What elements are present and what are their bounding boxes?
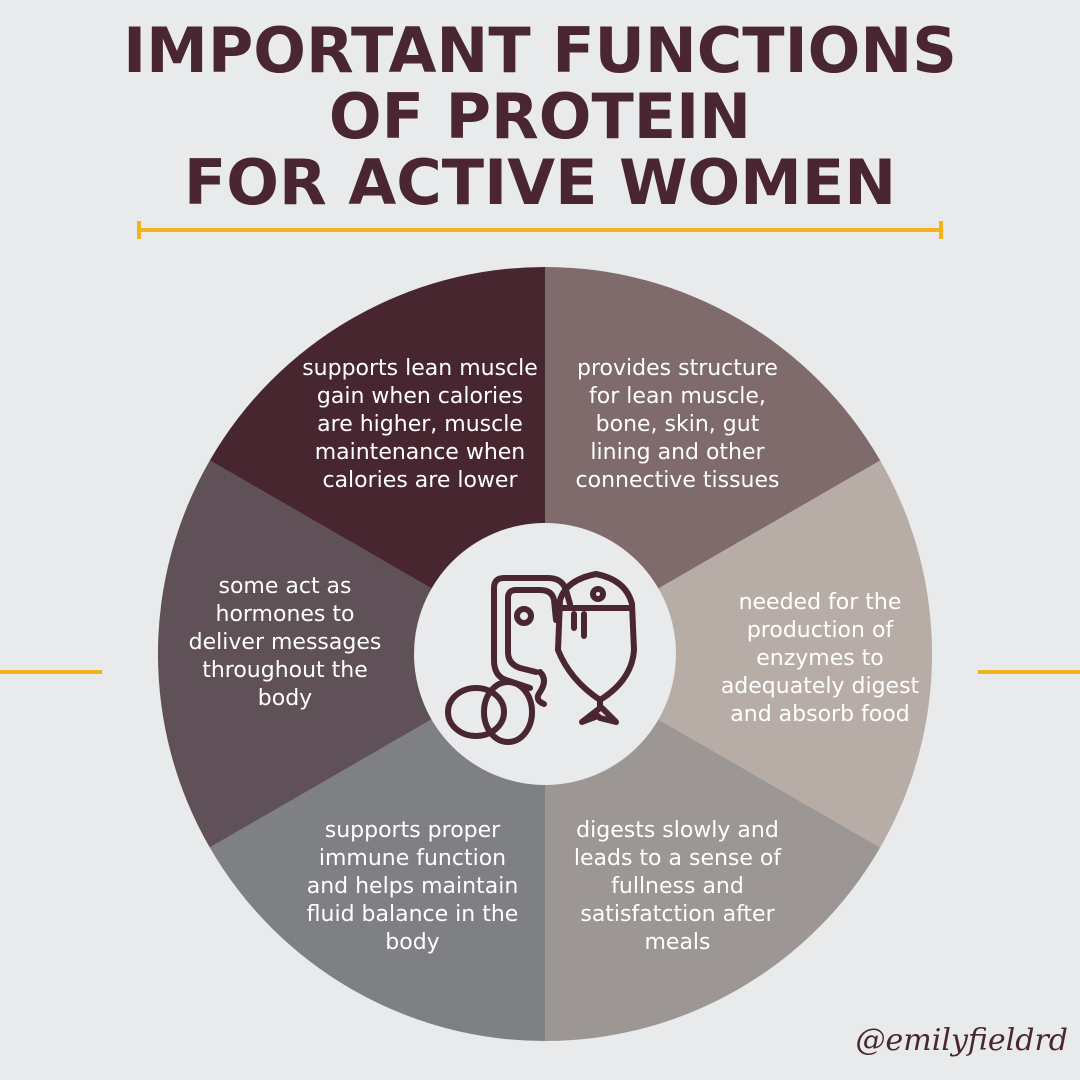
- title-line-3: FOR ACTIVE WOMEN: [183, 146, 897, 219]
- title-underline: [137, 221, 943, 239]
- protein-foods-icon: [445, 571, 637, 745]
- wheel-segment-2: [545, 460, 933, 848]
- wheel-segment-5: [157, 460, 545, 848]
- wheel-segment-text-4: digests slowly and leads to a sense of f…: [573, 818, 782, 955]
- center-circle: [414, 523, 676, 785]
- wheel-segment-text-3: needed for the production of enzymes to …: [720, 590, 920, 727]
- wheel-segment-text-6: some act as hormones to deliver messages…: [188, 574, 382, 711]
- title: IMPORTANT FUNCTIONS OF PROTEIN FOR ACTIV…: [0, 18, 1080, 216]
- author-handle: @emilyfieldrd: [855, 1023, 1068, 1058]
- wheel-segment-text-2: provides structure for lean muscle, bone…: [575, 356, 780, 493]
- wheel-segment-text-5: supports proper immune function and help…: [306, 818, 519, 955]
- title-line-1: IMPORTANT FUNCTIONS: [123, 14, 957, 87]
- wheel-segment-text-1: supports lean muscle gain when calories …: [302, 356, 538, 493]
- title-line-2: OF PROTEIN: [328, 80, 752, 153]
